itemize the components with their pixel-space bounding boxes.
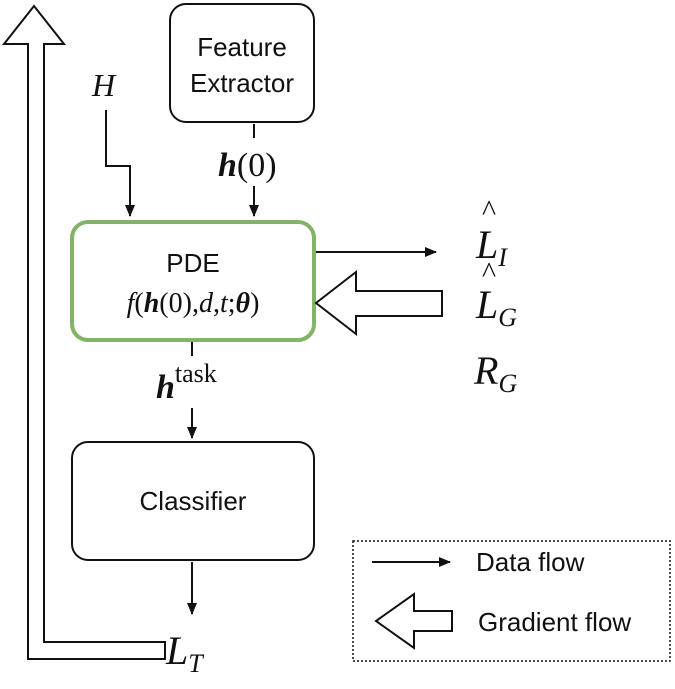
pde-box [70, 220, 316, 342]
label-LI: LI [475, 222, 508, 272]
label-LI-hat: ^ [482, 194, 496, 227]
label-H: H [91, 67, 117, 103]
classifier-box [71, 441, 315, 561]
label-LG: LG [475, 282, 517, 332]
pde-formula: f(h(0),d,t;θ) [127, 288, 260, 319]
feature-extractor-line2: Extractor [190, 68, 294, 98]
label-LT: LT [165, 628, 204, 678]
legend-gradient-flow-label: Gradient flow [478, 607, 631, 637]
label-h0: h(0) [218, 147, 277, 184]
feature-extractor-line1: Feature [197, 32, 287, 62]
pde-title: PDE [166, 248, 219, 278]
feature-extractor-box [169, 3, 315, 123]
legend-data-flow-label: Data flow [476, 547, 585, 577]
label-RG: RG [473, 348, 517, 398]
gradient-flow-arrow-left [1, 4, 166, 660]
gradient-flow-arrow-LG [314, 269, 443, 337]
arrow-H-to-pde [105, 110, 135, 217]
label-LG-hat: ^ [482, 256, 496, 289]
legend-gradient-flow-arrow [374, 592, 453, 650]
label-htask: htask [156, 359, 217, 406]
classifier-label: Classifier [140, 486, 247, 516]
